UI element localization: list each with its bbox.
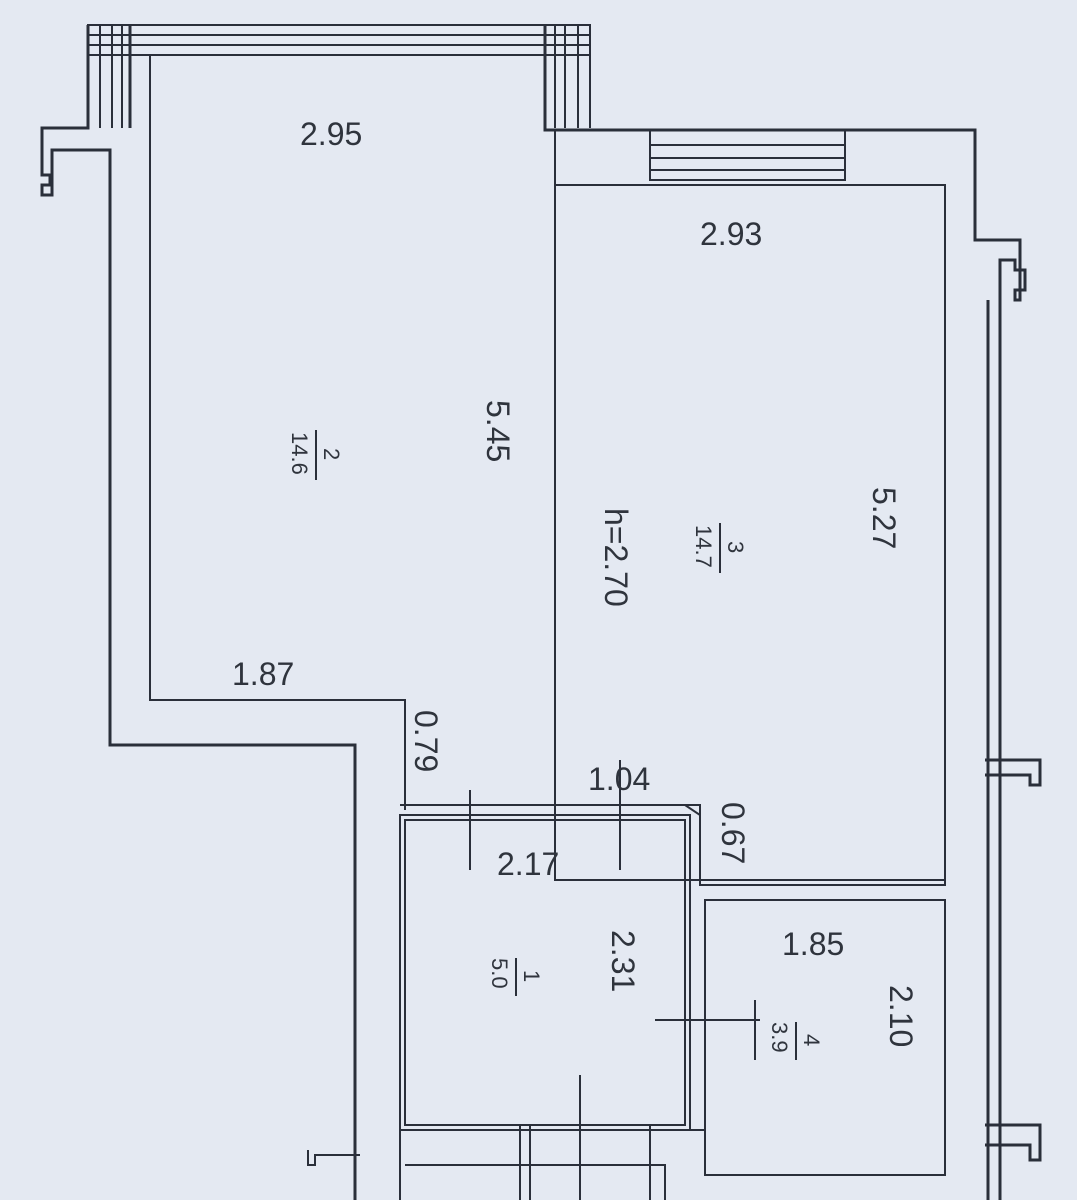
room2-length: 5.45 — [480, 400, 516, 462]
window-room3 — [649, 129, 846, 181]
door-room4-width: 0.67 — [715, 802, 751, 864]
room1-area: 5.0 — [487, 958, 512, 989]
room3-area: 14.7 — [691, 525, 716, 568]
room3-height: h=2.70 — [598, 508, 634, 607]
door-room2-width: 0.79 — [408, 710, 444, 772]
room3-number: 3 — [723, 541, 748, 553]
dimension-ticks — [469, 760, 760, 1200]
room4-length: 2.10 — [883, 985, 919, 1047]
room3-width: 2.93 — [700, 216, 762, 252]
room1-width: 2.17 — [497, 846, 559, 882]
room4-width: 1.85 — [782, 926, 844, 962]
room4-outline — [704, 899, 946, 1176]
room4-number: 4 — [799, 1034, 824, 1046]
room2-number: 2 — [319, 448, 344, 460]
room2-step-width: 1.87 — [232, 656, 294, 692]
window-room2 — [87, 24, 591, 128]
outer-walls — [40, 25, 1042, 1200]
door-room3-width: 1.04 — [588, 761, 650, 797]
room1-length: 2.31 — [605, 930, 641, 992]
room2-area: 14.6 — [287, 432, 312, 475]
room2-width: 2.95 — [300, 116, 362, 152]
room3-length: 5.27 — [866, 487, 902, 549]
room1-number: 1 — [519, 970, 544, 982]
room4-area: 3.9 — [767, 1022, 792, 1053]
